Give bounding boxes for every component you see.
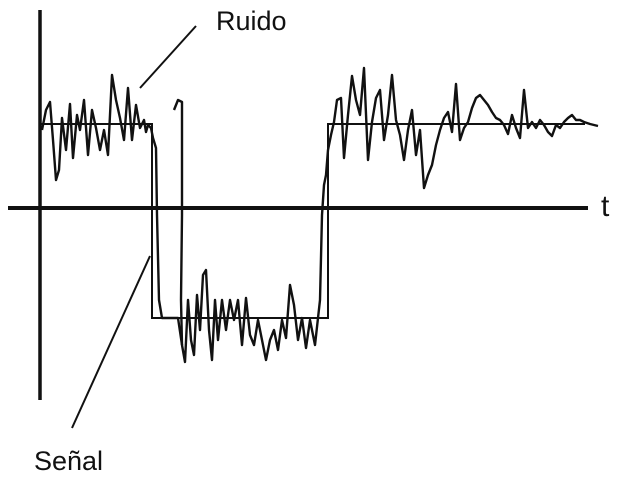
signal-label: Señal — [34, 446, 104, 476]
noise-leader-line — [139, 25, 197, 89]
noise-label: Ruido — [216, 6, 287, 36]
noisy-fall-edge — [172, 98, 184, 346]
time-axis-label: t — [601, 190, 610, 223]
signal-leader-line — [71, 255, 151, 429]
noisy-signal-line — [40, 66, 599, 364]
clean-signal-line — [40, 123, 585, 319]
